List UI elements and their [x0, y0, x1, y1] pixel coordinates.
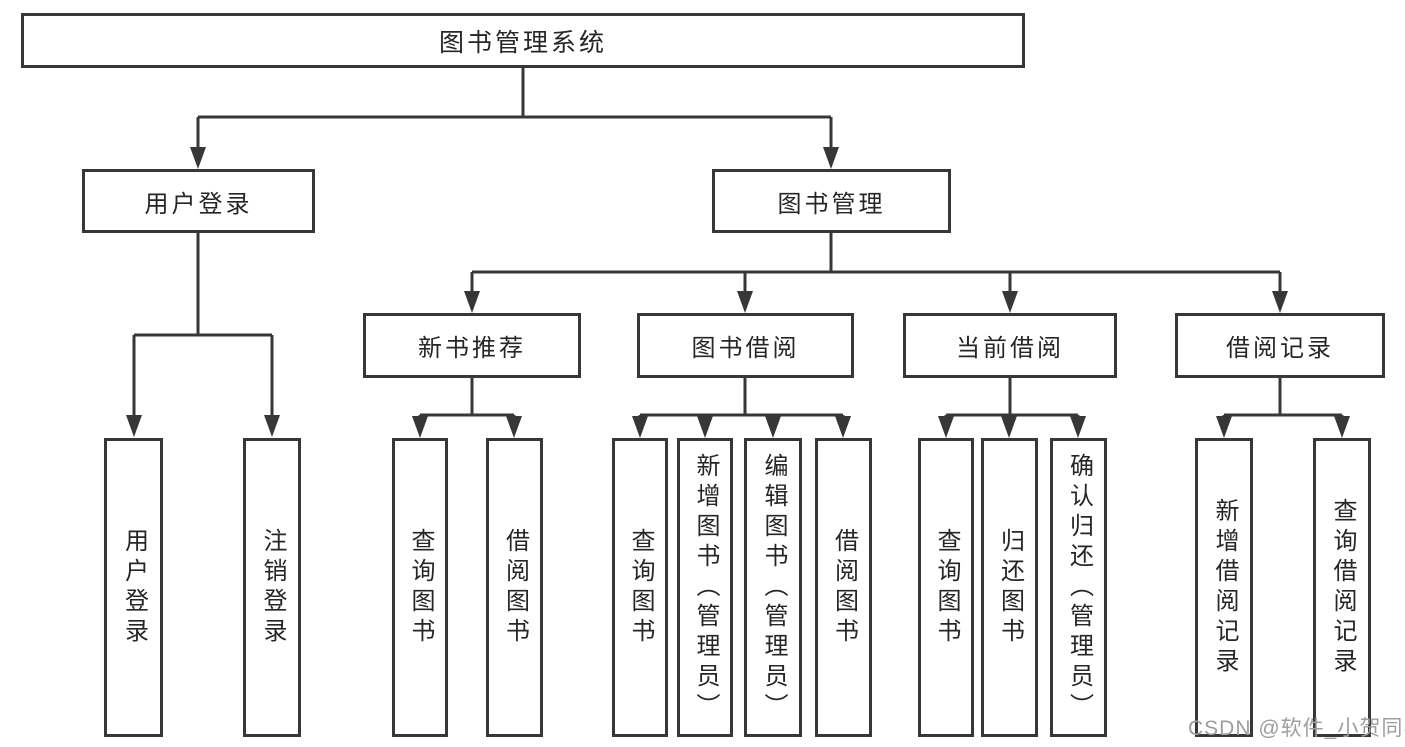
arrow-down-icon	[835, 416, 851, 438]
arrow-down-icon	[737, 291, 753, 313]
arrow-down-icon	[412, 416, 428, 438]
node-borrowing-records: 借阅记录	[1175, 313, 1385, 378]
node-library-management-system: 图书管理系统	[21, 13, 1025, 68]
arrow-down-icon	[264, 415, 280, 437]
leaf-label: 确认归还（管理员）	[1065, 452, 1093, 723]
node-label: 用户登录	[144, 190, 253, 218]
leaf-label: 新增借阅记录	[1211, 497, 1238, 678]
leaf-label: 查询图书	[933, 527, 960, 648]
arrow-down-icon	[1001, 416, 1017, 438]
arrow-down-icon	[697, 416, 713, 438]
arrow-down-icon	[1272, 291, 1288, 313]
arrow-down-icon	[823, 147, 839, 169]
arrow-down-icon	[464, 291, 480, 313]
leaf-query-books-current: 查询图书	[918, 438, 974, 737]
node-new-book-recommendation: 新书推荐	[363, 313, 581, 378]
leaf-borrow-books-borrowing: 借阅图书	[815, 438, 872, 737]
leaf-label: 查询图书	[407, 527, 434, 648]
leaf-query-books-borrowing: 查询图书	[612, 438, 668, 737]
node-book-borrowing: 图书借阅	[637, 313, 854, 378]
arrow-down-icon	[190, 147, 206, 169]
arrow-down-icon	[1334, 416, 1350, 438]
arrow-down-icon	[1216, 416, 1232, 438]
leaf-add-book-admin: 新增图书（管理员）	[677, 438, 733, 737]
leaf-label: 编辑图书（管理员）	[760, 452, 787, 723]
leaf-user-login: 用户登录	[104, 438, 163, 737]
node-label: 图书借阅	[691, 335, 800, 362]
node-label: 图书管理系统	[438, 28, 607, 57]
leaf-label: 注销登录	[259, 527, 286, 648]
leaf-label: 归还图书	[996, 527, 1024, 648]
node-label: 当前借阅	[956, 335, 1064, 362]
arrow-down-icon	[938, 416, 954, 438]
csdn-watermark: CSDN @软件_小贺同学	[1188, 717, 1405, 740]
node-label: 新书推荐	[418, 335, 526, 362]
arrow-down-icon	[1002, 291, 1018, 313]
leaf-label: 用户登录	[120, 527, 148, 648]
leaf-label: 查询借阅记录	[1329, 497, 1356, 678]
node-user-login: 用户登录	[82, 169, 315, 233]
node-current-borrowing: 当前借阅	[903, 313, 1117, 378]
leaf-confirm-return-admin: 确认归还（管理员）	[1050, 438, 1107, 737]
arrow-down-icon	[765, 416, 781, 438]
node-label: 借阅记录	[1226, 335, 1334, 362]
arrow-down-icon	[632, 416, 648, 438]
leaf-return-books: 归还图书	[981, 438, 1038, 737]
leaf-label: 借阅图书	[830, 527, 858, 648]
arrowheads	[126, 147, 1350, 438]
leaf-add-borrow-record: 新增借阅记录	[1195, 438, 1253, 737]
leaf-label: 借阅图书	[501, 527, 529, 648]
connector-segments	[132, 68, 1344, 420]
leaf-query-books-recommend: 查询图书	[392, 438, 448, 737]
leaf-label: 新增图书（管理员）	[692, 452, 719, 723]
leaf-label: 查询图书	[627, 527, 654, 648]
leaf-borrow-books-recommend: 借阅图书	[486, 438, 543, 737]
node-label: 图书管理	[777, 190, 886, 218]
node-book-management: 图书管理	[712, 169, 951, 233]
arrow-down-icon	[1070, 416, 1086, 438]
arrow-down-icon	[126, 415, 142, 437]
leaf-query-borrow-record: 查询借阅记录	[1313, 438, 1371, 737]
arrow-down-icon	[506, 416, 522, 438]
leaf-edit-book-admin: 编辑图书（管理员）	[744, 438, 802, 737]
leaf-logout: 注销登录	[243, 438, 301, 737]
